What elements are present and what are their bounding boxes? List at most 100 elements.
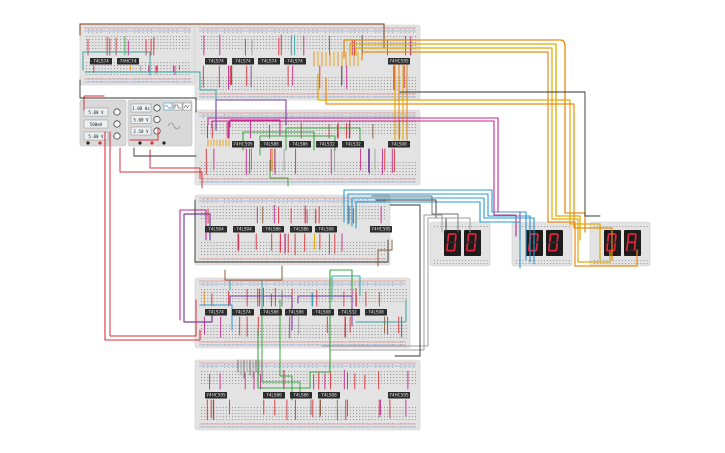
rail-hole[interactable] (125, 81, 127, 82)
rail-hole[interactable] (228, 199, 230, 200)
rail-hole[interactable] (337, 202, 339, 203)
breadboard-hole[interactable] (356, 168, 358, 170)
breadboard-hole[interactable] (312, 242, 314, 244)
breadboard-hole[interactable] (309, 89, 311, 91)
breadboard-hole[interactable] (458, 226, 460, 227)
breadboard-hole[interactable] (275, 298, 277, 300)
rail-hole[interactable] (350, 364, 351, 365)
breadboard-hole[interactable] (387, 298, 389, 300)
breadboard-hole[interactable] (408, 86, 410, 88)
breadboard-hole[interactable] (318, 331, 320, 333)
breadboard-hole[interactable] (303, 325, 305, 327)
breadboard-hole[interactable] (210, 371, 212, 373)
breadboard-hole[interactable] (374, 254, 376, 256)
breadboard-hole[interactable] (374, 45, 376, 47)
breadboard-hole[interactable] (204, 127, 206, 129)
breadboard-hole[interactable] (352, 77, 354, 79)
breadboard-hole[interactable] (368, 171, 370, 173)
breadboard-hole[interactable] (235, 206, 237, 208)
rail-hole[interactable] (138, 81, 140, 82)
breadboard-hole[interactable] (374, 212, 376, 214)
breadboard-hole[interactable] (303, 77, 305, 79)
breadboard-hole[interactable] (216, 242, 218, 244)
rail-hole[interactable] (379, 282, 381, 283)
breadboard-hole[interactable] (405, 42, 407, 44)
breadboard-hole[interactable] (238, 328, 240, 330)
rail-hole[interactable] (274, 258, 276, 259)
rail-hole[interactable] (203, 178, 204, 179)
breadboard-hole[interactable] (219, 254, 221, 256)
breadboard-hole[interactable] (120, 68, 122, 70)
breadboard-hole[interactable] (377, 289, 379, 291)
breadboard-hole[interactable] (188, 45, 190, 47)
breadboard-hole[interactable] (309, 407, 311, 409)
rail-hole[interactable] (282, 202, 284, 203)
breadboard-hole[interactable] (269, 83, 271, 85)
breadboard-hole[interactable] (377, 337, 379, 339)
breadboard-hole[interactable] (334, 171, 336, 173)
breadboard-hole[interactable] (151, 45, 153, 47)
breadboard-hole[interactable] (253, 331, 255, 333)
breadboard-hole[interactable] (377, 89, 379, 91)
breadboard-hole[interactable] (232, 130, 234, 132)
breadboard-hole[interactable] (281, 174, 283, 176)
breadboard-hole[interactable] (247, 130, 249, 132)
breadboard-hole[interactable] (349, 251, 351, 253)
rail-hole[interactable] (337, 426, 339, 427)
rail-hole[interactable] (383, 423, 385, 424)
breadboard-hole[interactable] (219, 298, 221, 300)
rail-hole[interactable] (266, 181, 267, 182)
breadboard-hole[interactable] (303, 377, 305, 379)
breadboard-hole[interactable] (346, 45, 348, 47)
breadboard-hole[interactable] (207, 295, 209, 297)
breadboard-hole[interactable] (228, 212, 230, 214)
breadboard-hole[interactable] (201, 130, 203, 132)
breadboard-hole[interactable] (368, 289, 370, 291)
rail-hole[interactable] (117, 81, 119, 82)
breadboard-hole[interactable] (346, 371, 348, 373)
breadboard-hole[interactable] (278, 124, 280, 126)
breadboard-hole[interactable] (253, 298, 255, 300)
rail-hole[interactable] (211, 29, 213, 30)
breadboard-hole[interactable] (343, 419, 345, 421)
breadboard-hole[interactable] (238, 298, 240, 300)
breadboard-hole[interactable] (349, 289, 351, 291)
breadboard-hole[interactable] (253, 413, 255, 415)
breadboard-hole[interactable] (343, 416, 345, 418)
breadboard-hole[interactable] (263, 39, 265, 41)
breadboard-hole[interactable] (244, 292, 246, 294)
breadboard-hole[interactable] (387, 371, 389, 373)
breadboard-hole[interactable] (377, 331, 379, 333)
breadboard-hole[interactable] (383, 374, 385, 376)
breadboard-hole[interactable] (235, 407, 237, 409)
rail-hole[interactable] (375, 344, 377, 345)
breadboard-hole[interactable] (300, 298, 302, 300)
rail-hole[interactable] (366, 32, 368, 33)
rail-hole[interactable] (316, 367, 318, 368)
rail-hole[interactable] (232, 367, 234, 368)
breadboard-hole[interactable] (222, 245, 224, 247)
breadboard-hole[interactable] (377, 248, 379, 250)
rail-hole[interactable] (211, 258, 213, 259)
negative-terminal[interactable] (86, 141, 90, 145)
breadboard-hole[interactable] (537, 260, 539, 261)
breadboard-hole[interactable] (303, 245, 305, 247)
breadboard-hole[interactable] (222, 301, 224, 303)
breadboard-hole[interactable] (222, 83, 224, 85)
breadboard-hole[interactable] (615, 260, 617, 261)
breadboard-hole[interactable] (287, 289, 289, 291)
breadboard-hole[interactable] (272, 165, 274, 167)
rail-hole[interactable] (215, 202, 217, 203)
breadboard-hole[interactable] (334, 215, 336, 217)
rail-hole[interactable] (151, 29, 152, 30)
breadboard-hole[interactable] (337, 245, 339, 247)
breadboard-hole[interactable] (303, 292, 305, 294)
breadboard-hole[interactable] (365, 248, 367, 250)
breadboard-hole[interactable] (250, 242, 252, 244)
breadboard-hole[interactable] (365, 42, 367, 44)
breadboard-hole[interactable] (405, 380, 407, 382)
breadboard-hole[interactable] (241, 416, 243, 418)
breadboard-hole[interactable] (269, 328, 271, 330)
breadboard-hole[interactable] (461, 260, 463, 261)
breadboard-hole[interactable] (374, 42, 376, 44)
